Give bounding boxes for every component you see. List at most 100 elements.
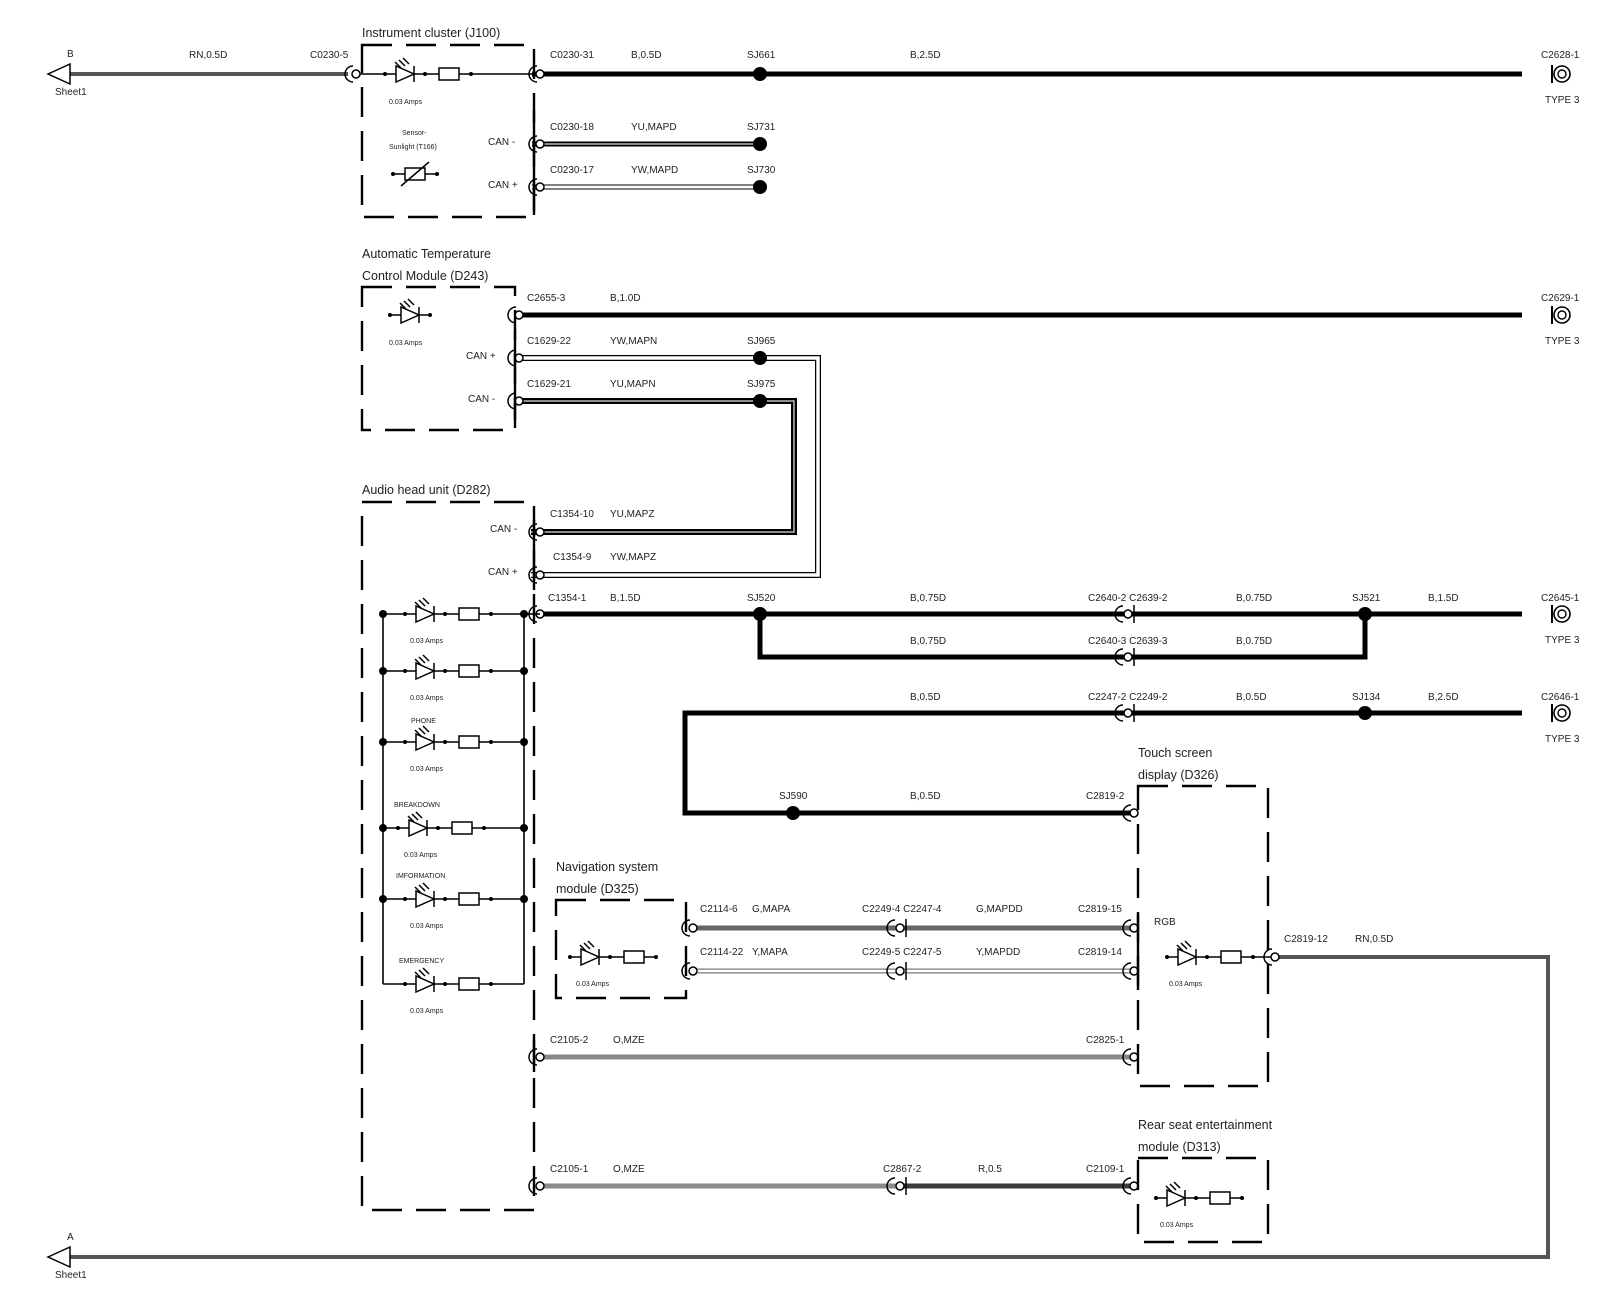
wire-can-minus-loop xyxy=(515,398,797,535)
label-c0230-18: C0230-18 xyxy=(550,122,594,133)
label-yw-mapd: YW,MAPD xyxy=(631,165,678,176)
label-y-mapdd: Y,MAPDD xyxy=(976,947,1020,958)
wire-c2640-3-loop xyxy=(757,614,1368,660)
label-g-mapdd: G,MAPDD xyxy=(976,904,1023,915)
touch-screen-box xyxy=(1136,784,1270,1088)
label-c1354-9: C1354-9 xyxy=(553,552,592,563)
splice-sj661 xyxy=(753,67,767,81)
label-o-mze-b: O,MZE xyxy=(613,1164,645,1175)
audio-emergency-label: EMERGENCY xyxy=(399,958,444,965)
instrument-cluster-box xyxy=(360,43,536,219)
label-sj134: SJ134 xyxy=(1352,692,1381,703)
audio-led-information xyxy=(379,883,528,907)
label-g-mapa: G,MAPA xyxy=(752,904,790,915)
type3-c2645-1 xyxy=(1551,604,1571,624)
terminals xyxy=(344,64,1571,1196)
label-sj520: SJ520 xyxy=(747,593,776,604)
label-c2105-1: C2105-1 xyxy=(550,1164,589,1175)
splice-sj590 xyxy=(786,806,800,820)
label-b-075d-d: B,0.75D xyxy=(1236,636,1272,647)
offpage-b: B Sheet1 xyxy=(46,49,87,98)
title-rse-1: Rear seat entertainment xyxy=(1138,1118,1273,1132)
offpage-b-letter: B xyxy=(67,49,74,60)
title-touch-2: display (D326) xyxy=(1138,768,1219,782)
splice-sj731 xyxy=(753,137,767,151)
term-c0230-18 xyxy=(528,135,545,153)
audio-information-amps: 0.03 Amps xyxy=(410,923,444,930)
label-c2867-2: C2867-2 xyxy=(883,1164,922,1175)
label-c2819-14: C2819-14 xyxy=(1078,947,1122,958)
splice-sj730 xyxy=(753,180,767,194)
title-instrument-cluster: Instrument cluster (J100) xyxy=(362,26,500,40)
label-c2646-1: C2646-1 xyxy=(1541,692,1580,703)
pin-can-minus-atcm: CAN - xyxy=(468,394,495,405)
label-y-mapa: Y,MAPA xyxy=(752,947,788,958)
rse-led-icon xyxy=(1154,1182,1244,1206)
label-b-05d-a: B,0.5D xyxy=(910,692,941,703)
label-rn-05d-right: RN,0.5D xyxy=(1355,934,1393,945)
type3-c2629-1 xyxy=(1551,305,1571,325)
label-b-15d-right: B,1.5D xyxy=(1428,593,1459,604)
nav-led-amps: 0.03 Amps xyxy=(576,981,610,988)
label-c2655-3: C2655-3 xyxy=(527,293,566,304)
term-c2114-6 xyxy=(681,919,698,937)
label-yw-mapn: YW,MAPN xyxy=(610,336,657,347)
audio-head-unit-box xyxy=(360,500,536,1212)
audio-breakdown-amps: 0.03 Amps xyxy=(404,852,438,859)
atcm-led-icon xyxy=(388,298,432,324)
label-c2640-2: C2640-2 C2639-2 xyxy=(1088,593,1168,604)
splices xyxy=(753,67,1372,820)
label-b-25d-right: B,2.5D xyxy=(1428,692,1459,703)
label-c2114-6: C2114-6 xyxy=(700,904,738,915)
label-sj975: SJ975 xyxy=(747,379,776,390)
label-c2819-2: C2819-2 xyxy=(1086,791,1125,802)
label-c2629-1: C2629-1 xyxy=(1541,293,1580,304)
module-titles: Instrument cluster (J100) Automatic Temp… xyxy=(362,26,1273,1154)
type3-label-3: TYPE 3 xyxy=(1545,635,1580,646)
sensor-label-1: Sensor- xyxy=(402,130,427,137)
audio-emergency-amps: 0.03 Amps xyxy=(410,1008,444,1015)
audio-phone-label: PHONE xyxy=(411,718,436,725)
label-sj730: SJ730 xyxy=(747,165,776,176)
audio-led-1-amps: 0.03 Amps xyxy=(410,638,444,645)
label-sj661: SJ661 xyxy=(747,50,776,61)
offpage-a-sheet: Sheet1 xyxy=(55,1270,87,1281)
splice-sj521 xyxy=(1358,607,1372,621)
label-rn-05d-top: RN,0.5D xyxy=(189,50,227,61)
label-c1354-10: C1354-10 xyxy=(550,509,594,520)
nav-led-icon xyxy=(568,941,658,965)
module-boxes xyxy=(360,43,1270,1244)
label-c2628-1: C2628-1 xyxy=(1541,50,1580,61)
label-c1354-1: C1354-1 xyxy=(548,593,587,604)
audio-led-1 xyxy=(379,598,528,622)
devices: 0.03 Amps Sensor- Sunlight (T166) 0.03 A… xyxy=(360,58,1271,1229)
label-yu-mapd: YU,MAPD xyxy=(631,122,677,133)
label-b-05d-b: B,0.5D xyxy=(1236,692,1267,703)
label-c2645-1: C2645-1 xyxy=(1541,593,1580,604)
wire-c2819-12 xyxy=(62,955,1550,1259)
label-b-25d-top: B,2.5D xyxy=(910,50,941,61)
label-c0230-17: C0230-17 xyxy=(550,165,594,176)
title-atcm-2: Control Module (D243) xyxy=(362,269,488,283)
label-yw-mapz: YW,MAPZ xyxy=(610,552,656,563)
label-sj965: SJ965 xyxy=(747,336,776,347)
label-b-075d-b: B,0.75D xyxy=(1236,593,1272,604)
atcm-led-amps: 0.03 Amps xyxy=(389,340,423,347)
audio-led-2 xyxy=(379,655,528,679)
label-c2105-2: C2105-2 xyxy=(550,1035,589,1046)
audio-led-phone xyxy=(379,726,528,750)
term-c2114-22 xyxy=(681,962,698,980)
pin-names: CAN - CAN + CAN + CAN - CAN - CAN + xyxy=(466,137,518,578)
offpage-b-sheet: Sheet1 xyxy=(55,87,87,98)
label-c2640-3: C2640-3 C2639-3 xyxy=(1088,636,1168,647)
audio-breakdown-label: BREAKDOWN xyxy=(394,802,440,809)
audio-phone-amps: 0.03 Amps xyxy=(410,766,444,773)
rse-module-box xyxy=(1136,1156,1270,1244)
label-c0230-5: C0230-5 xyxy=(310,50,349,61)
label-c2109-1: C2109-1 xyxy=(1086,1164,1125,1175)
title-audio-head-unit: Audio head unit (D282) xyxy=(362,483,491,497)
type3-label-1: TYPE 3 xyxy=(1545,95,1580,106)
splice-sj134 xyxy=(1358,706,1372,720)
label-c1629-21: C1629-21 xyxy=(527,379,571,390)
